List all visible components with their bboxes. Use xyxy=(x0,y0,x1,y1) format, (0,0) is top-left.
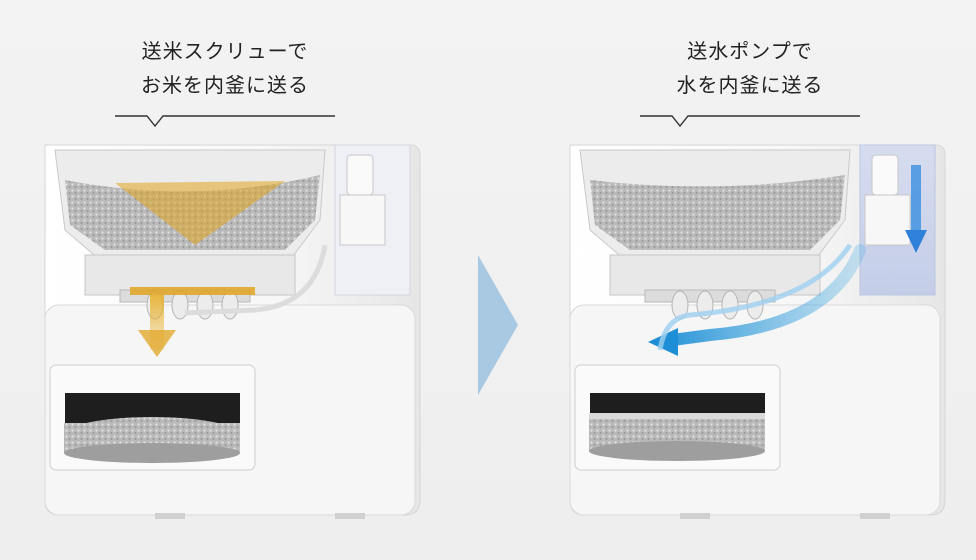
left-panel: 送米スクリューで お米を内釜に送る xyxy=(15,0,435,560)
left-caption-line2: お米を内釜に送る xyxy=(141,73,309,97)
right-panel: 送水ポンプで 水を内釜に送る xyxy=(540,0,960,560)
right-caption-line2: 水を内釜に送る xyxy=(676,73,824,97)
left-speech-bracket xyxy=(115,115,335,128)
chevron-right-icon xyxy=(478,255,518,395)
left-caption: 送米スクリューで お米を内釜に送る xyxy=(15,34,435,102)
right-caption-line1: 送水ポンプで xyxy=(687,39,813,63)
right-caption: 送水ポンプで 水を内釜に送る xyxy=(540,34,960,102)
rice-cooker-screw-illustration xyxy=(44,144,421,519)
right-speech-bracket xyxy=(640,115,860,128)
rice-cooker-pump-illustration xyxy=(569,144,946,519)
left-caption-line1: 送米スクリューで xyxy=(141,39,309,63)
